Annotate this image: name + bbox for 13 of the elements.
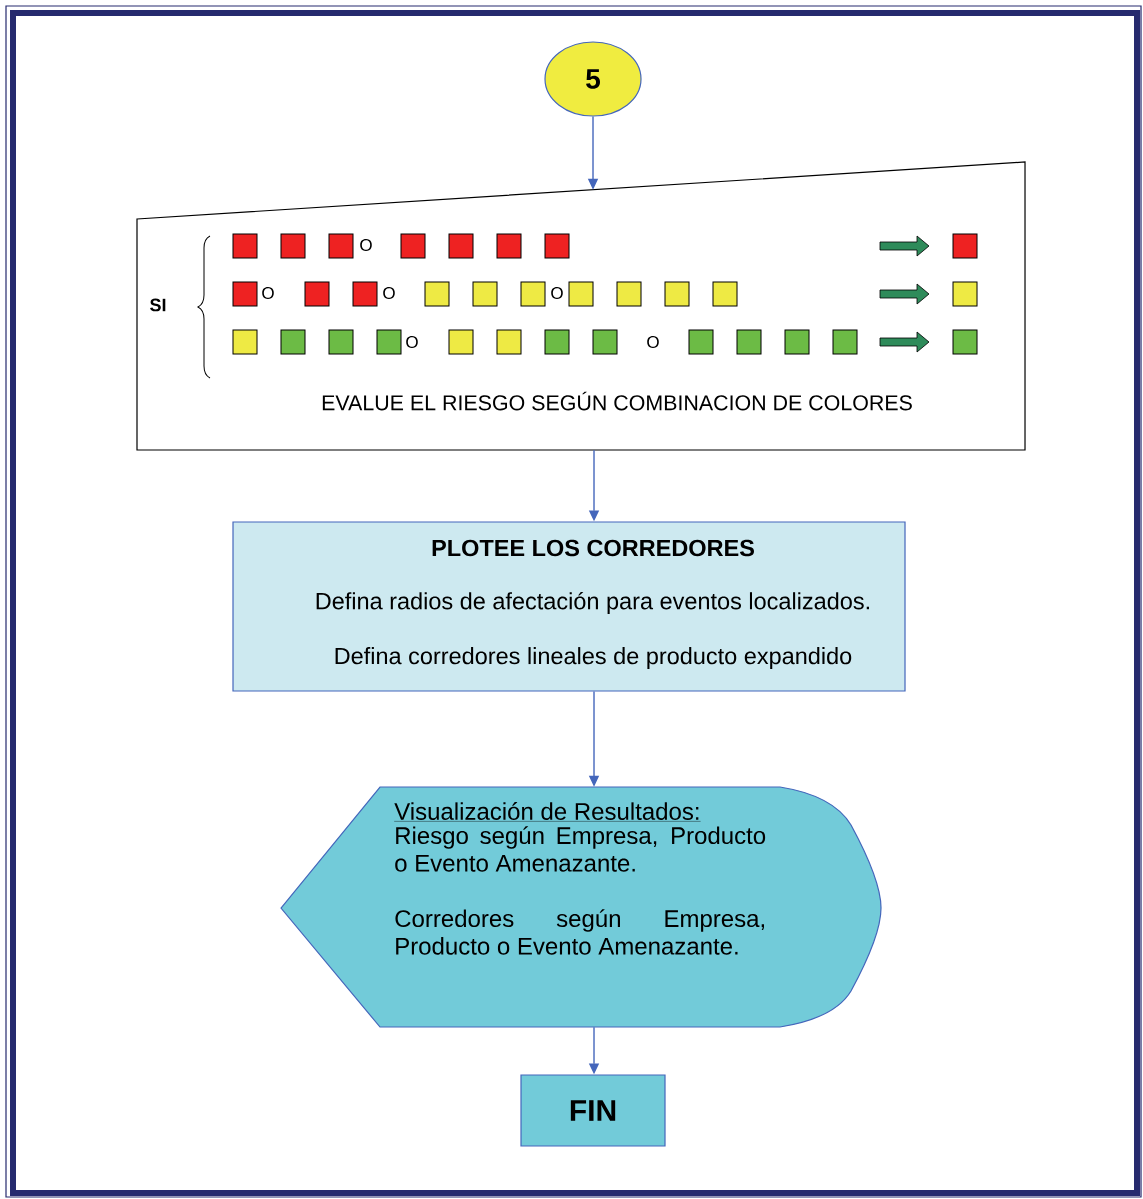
heading-text: Visualización de Resultados: <box>394 802 701 822</box>
process-box: PLOTEE LOS CORREDORES Defina radios de afectación para eventos localizados. Defina corredores lineales de producto expandido <box>232 521 906 692</box>
instruction-text: EVALUE EL RIESGO SEGÚN COMBINACION DE COLORES <box>322 391 912 411</box>
or-label: O <box>406 336 418 349</box>
or-label: O <box>262 287 274 300</box>
or-label: O <box>360 239 372 252</box>
end-box: FIN <box>520 1074 666 1147</box>
or-label: O <box>647 336 659 349</box>
condition-label: SI <box>150 298 166 312</box>
or-label: O <box>383 287 395 300</box>
or-label: O <box>551 287 563 300</box>
result-text: Corredores según Empresa, Producto o Evento Amenazante. <box>395 909 764 955</box>
result-text: Riesgo según Empresa, Producto o Evento Amenazante. <box>395 826 766 872</box>
